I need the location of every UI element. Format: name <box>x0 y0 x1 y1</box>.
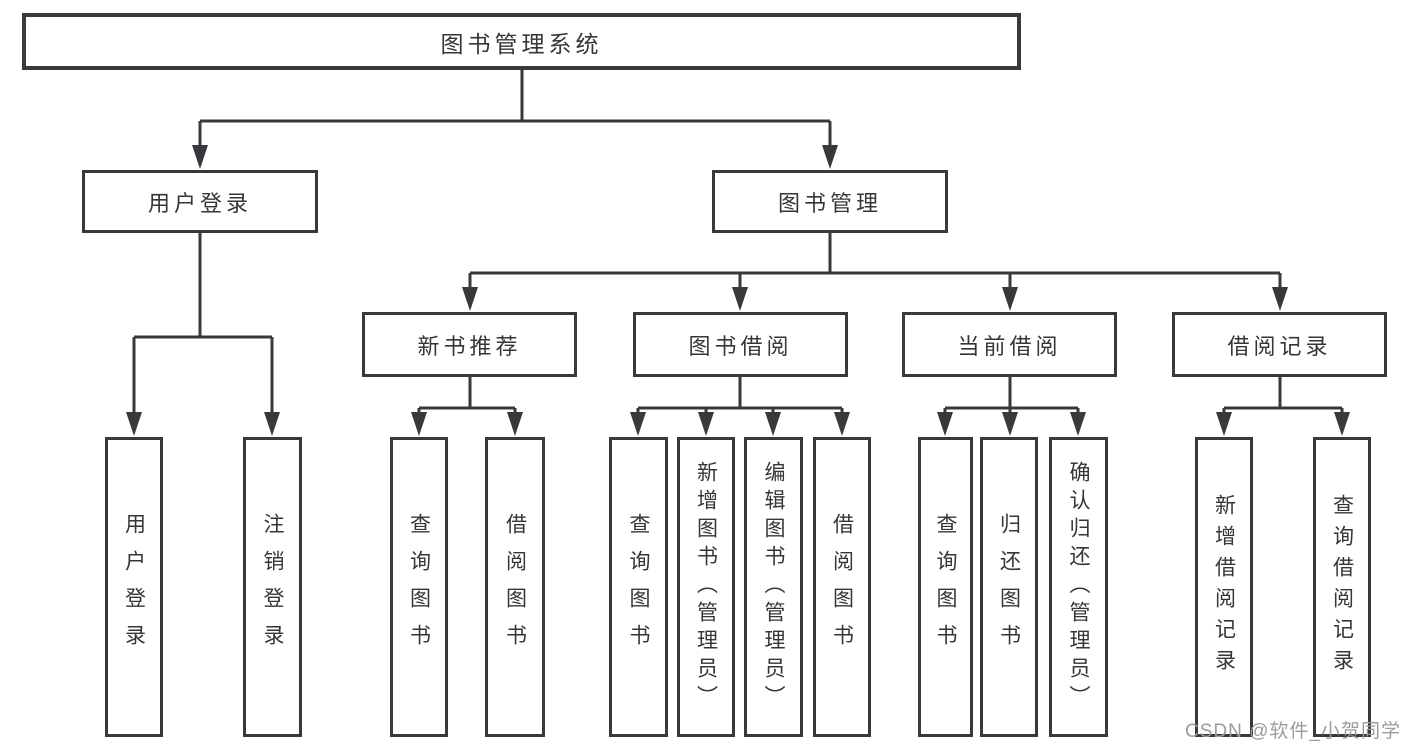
arrowhead <box>1216 412 1232 436</box>
arrowhead <box>937 412 953 436</box>
leaf-add-books-admin: 新增图书（管理员） <box>677 437 735 737</box>
node-current-borrow: 当前借阅 <box>902 312 1117 377</box>
arrowhead <box>264 412 280 436</box>
leaf-logout: 注销登录 <box>243 437 302 737</box>
edge-book-borrow-to-leaves <box>636 377 844 414</box>
arrowhead <box>1070 412 1086 436</box>
leaf-query-books-current: 查询图书 <box>918 437 973 737</box>
arrowhead <box>126 412 142 436</box>
arrowhead <box>462 287 478 311</box>
arrowhead <box>834 412 850 436</box>
leaf-return-books: 归还图书 <box>980 437 1038 737</box>
leaf-add-borrow-record: 新增借阅记录 <box>1195 437 1253 737</box>
leaf-query-borrow-record: 查询借阅记录 <box>1313 437 1371 737</box>
edge-book-management-to-level3 <box>468 232 1282 288</box>
node-book-borrow: 图书借阅 <box>633 312 848 377</box>
leaf-user-login: 用户登录 <box>105 437 163 737</box>
leaf-query-books-borrow: 查询图书 <box>609 437 668 737</box>
node-new-book-recommend: 新书推荐 <box>362 312 577 377</box>
arrowhead <box>507 412 523 436</box>
leaf-borrow-books-recommend: 借阅图书 <box>485 437 545 737</box>
leaf-borrow-books: 借阅图书 <box>813 437 871 737</box>
arrowhead <box>765 412 781 436</box>
connector-paths <box>132 69 1344 414</box>
node-library-management-system: 图书管理系统 <box>22 13 1021 70</box>
arrowheads <box>126 145 1350 436</box>
arrowhead <box>732 287 748 311</box>
edge-root-to-level2 <box>198 69 832 146</box>
node-borrow-records: 借阅记录 <box>1172 312 1387 377</box>
arrowhead <box>822 145 838 169</box>
arrowhead <box>1002 412 1018 436</box>
arrowhead <box>1272 287 1288 311</box>
node-book-management: 图书管理 <box>712 170 948 233</box>
edge-borrow-records-to-leaves <box>1222 377 1344 414</box>
edge-new-book-recommend-to-leaves <box>417 377 517 414</box>
arrowhead <box>411 412 427 436</box>
arrowhead <box>698 412 714 436</box>
arrowhead <box>630 412 646 436</box>
node-user-login: 用户登录 <box>82 170 318 233</box>
arrowhead <box>192 145 208 169</box>
arrowhead <box>1002 287 1018 311</box>
leaf-query-books-recommend: 查询图书 <box>390 437 448 737</box>
leaf-confirm-return-admin: 确认归还（管理员） <box>1049 437 1108 737</box>
watermark: CSDN @软件_小贺同学 <box>1185 721 1401 742</box>
edge-current-borrow-to-leaves <box>943 377 1080 414</box>
leaf-edit-books-admin: 编辑图书（管理员） <box>744 437 803 737</box>
arrowhead <box>1334 412 1350 436</box>
edge-user-login-to-leaves <box>132 233 274 413</box>
